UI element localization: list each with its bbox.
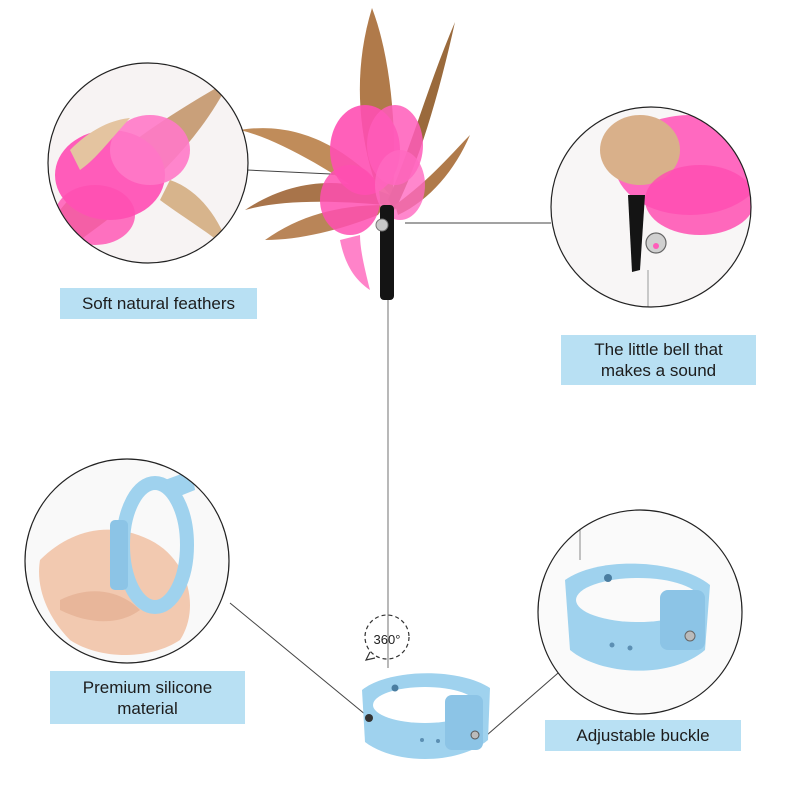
feather-closeup-circle [47, 62, 249, 264]
buckle-callout: Adjustable buckle [545, 720, 741, 751]
bell-callout-line2: makes a sound [600, 361, 717, 380]
silicone-band [362, 673, 490, 760]
feathers-callout: Soft natural feathers [60, 288, 257, 319]
feathers-callout-text: Soft natural feathers [81, 294, 236, 313]
silicone-band-hand-circle [24, 458, 230, 664]
bell-closeup-circle [550, 106, 752, 308]
buckle-callout-text: Adjustable buckle [576, 726, 710, 745]
rotation-icon [364, 614, 410, 661]
connector-lines [229, 169, 574, 736]
silicone-callout-line2: material [117, 698, 178, 718]
silicone-callout-line1: Premium silicone [82, 677, 213, 697]
buckle-band-circle [537, 509, 743, 715]
bell-callout-line1: The little bell that [594, 340, 723, 359]
feather-bundle [240, 8, 470, 300]
bell-callout: The little bell that makes a sound [561, 335, 756, 385]
silicone-callout: Premium silicone material [50, 671, 245, 724]
rotation-badge-text: 360° [373, 632, 401, 647]
